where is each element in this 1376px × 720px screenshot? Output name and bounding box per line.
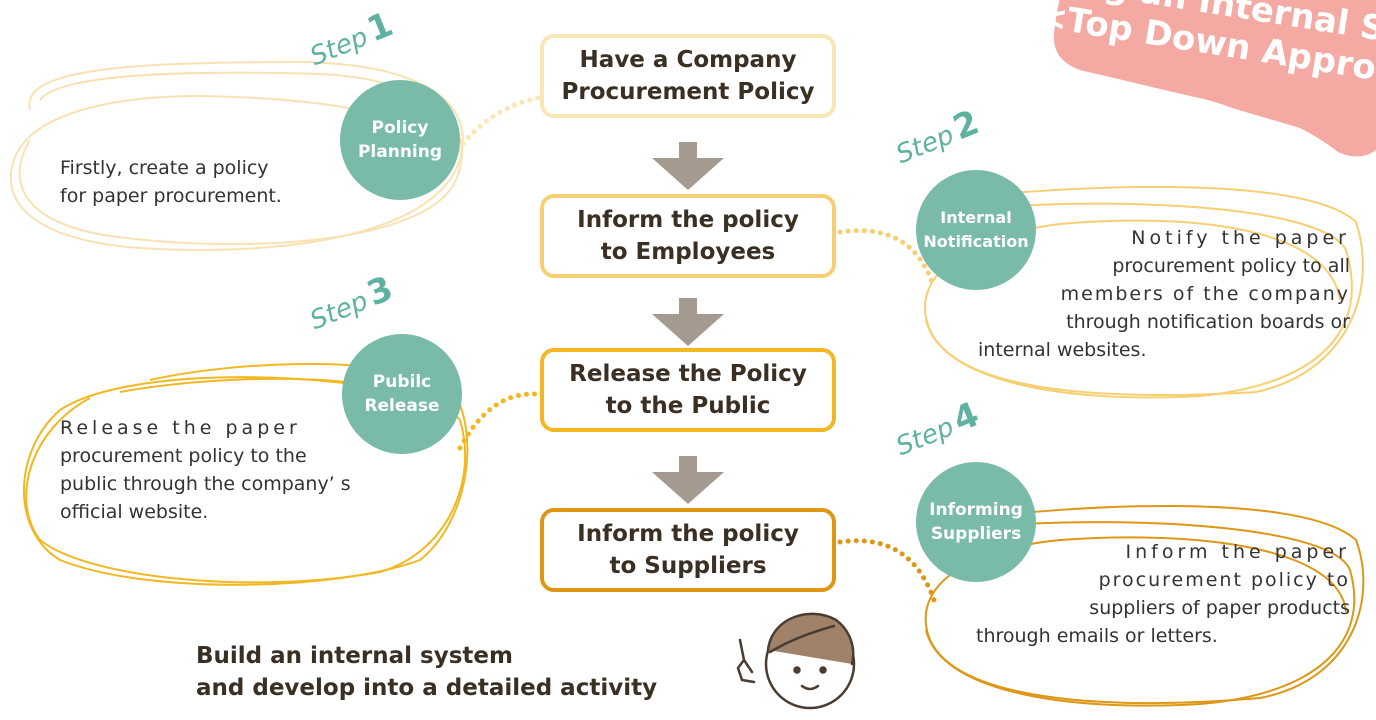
step4-description: Inform the paper procurement policy to s…: [944, 538, 1350, 650]
flow-box-company-policy: Have a Company Procurement Policy: [540, 34, 836, 118]
step4-circle: Informing Suppliers: [916, 462, 1036, 582]
step2-desc-line: procurement policy to all: [1112, 255, 1350, 277]
flow-box-inform-suppliers: Inform the policy to Suppliers: [540, 508, 836, 592]
step1-description: Firstly, create a policy for paper procu…: [60, 154, 282, 210]
flow-box-release-public: Release the Policy to the Public: [540, 348, 836, 432]
step4-desc-line: suppliers of paper products: [1089, 597, 1350, 619]
step1-desc-line: for paper procurement.: [60, 185, 282, 207]
step1-circle-line1: Policy: [371, 118, 429, 138]
flow-box-line2: Procurement Policy: [561, 79, 815, 105]
step4-desc-line: procurement policy to: [1098, 569, 1350, 591]
flow-box-line2: to the Public: [605, 393, 771, 419]
bottom-message: Build an internal system and develop int…: [196, 640, 657, 704]
flow-box-line1: Inform the policy: [577, 207, 799, 233]
flow-arrow-1: [652, 142, 724, 190]
step3-desc-line: procurement policy to the: [60, 445, 307, 467]
step4-circle-line1: Informing: [929, 500, 1023, 520]
flow-box-inform-employees: Inform the policy to Employees: [540, 194, 836, 278]
step1-desc-line: Firstly, create a policy: [60, 157, 269, 179]
step3-description: Release the paper procurement policy to …: [60, 414, 351, 526]
step1-loop-outline: [9, 60, 464, 251]
step2-desc-line: members of the company: [1060, 283, 1350, 305]
flow-arrow-3: [652, 456, 724, 504]
step3-desc-line: public through the company’ s: [60, 473, 351, 495]
flow-box-line1: Have a Company: [579, 47, 797, 73]
step4-circle-line2: Suppliers: [930, 524, 1022, 544]
flow-box-line1: Release the Policy: [569, 361, 807, 387]
step2-circle-line1: Internal: [940, 208, 1012, 227]
step4-loop-outline: [924, 504, 1365, 707]
step1-connector-dots: [455, 95, 541, 153]
step1-circle-line2: Planning: [357, 142, 443, 162]
step4-desc-line: Inform the paper: [1125, 541, 1350, 563]
step3-circle-line1: Pubilc: [372, 372, 432, 392]
step2-desc-line: Notify the paper: [1131, 227, 1350, 249]
banner-shape: [1053, 0, 1376, 157]
flow-arrow-2: [652, 298, 724, 346]
mascot-character-illustration: [736, 612, 856, 710]
step3-connector-dots: [457, 391, 539, 451]
step2-connector-dots: [837, 228, 935, 285]
flow-box-line2: to Suppliers: [609, 553, 767, 579]
flow-box-line2: to Employees: [600, 239, 776, 265]
step4-connector-dots: [837, 538, 937, 603]
step4-desc-line: through emails or letters.: [976, 625, 1218, 647]
step1-circle: Policy Planning: [340, 80, 460, 200]
step3-circle-line2: Release: [364, 396, 440, 416]
bottom-message-line2: and develop into a detailed activity: [196, 675, 658, 701]
step2-desc-line: internal websites.: [978, 339, 1147, 361]
bottom-message-line1: Build an internal system: [196, 643, 513, 669]
step2-circle: Internal Notification: [916, 170, 1036, 290]
step3-desc-line: Release the paper: [60, 417, 301, 439]
step3-desc-line: official website.: [60, 501, 209, 523]
step2-circle-line2: Notification: [923, 232, 1029, 251]
flow-box-line1: Inform the policy: [577, 521, 799, 547]
step2-desc-line: through notification boards or: [1066, 311, 1350, 333]
step3-circle: Pubilc Release: [342, 334, 462, 454]
step2-description: Notify the paper procurement policy to a…: [978, 224, 1350, 364]
step2-loop-outline: [924, 185, 1364, 399]
